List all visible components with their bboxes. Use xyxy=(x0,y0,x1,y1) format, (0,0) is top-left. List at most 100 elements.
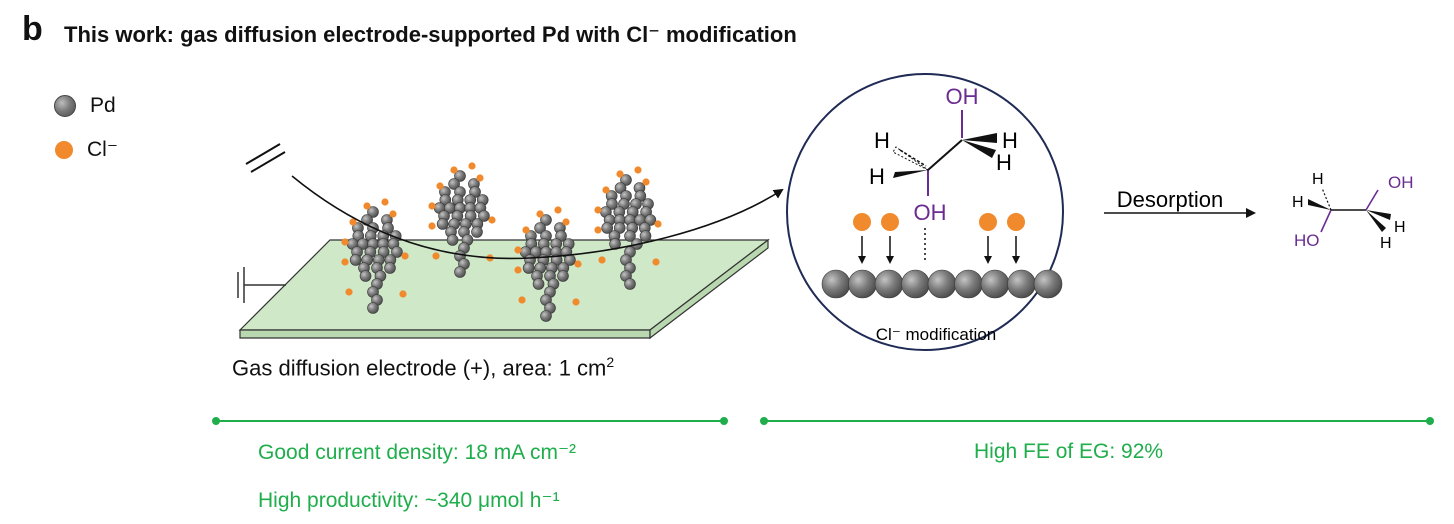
cl-ion xyxy=(428,202,436,210)
pd-atom xyxy=(448,178,460,190)
pd-surface-atom xyxy=(927,269,957,299)
pd-atom xyxy=(478,210,490,222)
cl-ion-icon xyxy=(55,140,73,159)
cl-ion xyxy=(432,252,440,260)
pd-surface-atom xyxy=(954,269,983,299)
pd-atom xyxy=(644,214,657,226)
reaction-trajectory-arrow xyxy=(291,175,784,260)
cl-ion xyxy=(598,256,606,264)
cl-ion xyxy=(616,170,624,178)
pd-atom xyxy=(557,270,569,282)
cl-ion xyxy=(389,210,397,218)
pd-atom xyxy=(522,262,535,274)
pd-atom xyxy=(367,206,379,218)
pd-atom xyxy=(624,230,636,242)
cl-ion xyxy=(652,258,660,266)
pd-atom xyxy=(384,262,396,274)
pd-surface-atom xyxy=(874,269,904,299)
zoom-h-upper-left: H xyxy=(874,128,890,153)
legend-cl-label: Cl⁻ xyxy=(87,138,118,161)
fe-metric: High FE of EG: 92% xyxy=(974,440,1164,463)
cl-ion xyxy=(594,226,602,234)
electrode-caption: Gas diffusion electrode (+), area: 1 cm2 xyxy=(232,354,614,381)
pd-surface-row xyxy=(821,269,1063,299)
cl-ion xyxy=(562,218,570,226)
cl-ion xyxy=(574,260,582,268)
cl-ion xyxy=(518,296,526,304)
ethylene-glycol-product: OH HO H H H H xyxy=(1292,171,1414,252)
cl-ion xyxy=(602,186,610,194)
product-h-top-left: H xyxy=(1312,171,1324,188)
cl-ion xyxy=(881,213,899,231)
figure-title: This work: gas diffusion electrode-suppo… xyxy=(64,22,797,47)
cl-ion xyxy=(341,238,349,246)
cl-ion xyxy=(450,166,458,174)
pd-atom xyxy=(454,266,466,278)
pd-cl-clusters xyxy=(341,162,662,322)
pd-atom xyxy=(436,218,449,230)
pd-atom xyxy=(614,182,627,194)
pd-surface-atom xyxy=(848,269,877,299)
electrode-caption-text: Gas diffusion electrode (+), area: 1 cm xyxy=(232,355,607,381)
product-h-bottom-right: H xyxy=(1380,235,1392,252)
pd-atom xyxy=(540,310,552,322)
cl-ion xyxy=(341,258,349,266)
cl-ion xyxy=(634,166,642,174)
desorption-label: Desorption xyxy=(1117,187,1223,212)
pd-atom-icon xyxy=(54,95,76,117)
cl-ion xyxy=(349,218,357,226)
productivity-metric: High productivity: ~340 μmol h⁻¹ xyxy=(258,489,560,512)
pd-atom xyxy=(367,302,379,314)
pd-atom xyxy=(471,226,483,238)
electrode-caption-sup: 2 xyxy=(606,354,615,370)
pd-atom xyxy=(359,270,372,282)
cl-ion xyxy=(514,266,522,274)
electrode-contact-icon xyxy=(237,267,286,303)
cl-ion xyxy=(853,213,871,231)
pd-surface-atom xyxy=(1007,269,1036,299)
zoom-oh-top: OH xyxy=(946,84,979,109)
pd-atom xyxy=(601,222,614,234)
zoom-h-lower-left: H xyxy=(869,164,885,189)
legend-pd-label: Pd xyxy=(90,94,116,117)
zoom-oh-bottom: OH xyxy=(914,200,947,225)
product-h-left: H xyxy=(1292,194,1304,211)
pd-atom xyxy=(639,230,652,242)
cl-ion xyxy=(399,290,407,298)
pd-surface-atom xyxy=(980,269,1010,299)
legend-cl: Cl⁻ xyxy=(54,137,118,162)
pd-atom xyxy=(624,278,636,290)
zoom-h-lower-right: H xyxy=(996,150,1012,175)
pd-atom xyxy=(391,246,403,258)
cl-ion xyxy=(554,206,562,214)
pd-atom xyxy=(446,234,459,246)
cl-ion xyxy=(642,178,650,186)
legend-pd: Pd xyxy=(54,94,116,118)
cl-ion xyxy=(401,252,409,260)
cl-ion xyxy=(436,182,444,190)
product-h-right: H xyxy=(1394,219,1406,236)
pd-atom xyxy=(540,214,552,226)
pd-surface-atom xyxy=(821,269,851,299)
cl-adsorption-arrows xyxy=(853,213,1025,264)
cl-ion xyxy=(345,288,353,296)
product-ho: HO xyxy=(1294,231,1320,250)
cl-modification-label: Cl⁻ modification xyxy=(876,325,996,344)
cl-ion xyxy=(979,213,997,231)
cl-ion xyxy=(654,220,662,228)
pd-atom xyxy=(349,254,362,266)
cl-ion xyxy=(1007,213,1025,231)
pd-atom xyxy=(532,278,545,290)
cl-ion xyxy=(488,216,496,224)
pd-surface-atom xyxy=(901,269,930,299)
cl-ion xyxy=(363,202,371,210)
ethylene-icon xyxy=(245,143,286,173)
cl-ion xyxy=(381,198,389,206)
pd-atom xyxy=(613,222,626,234)
pd-atom xyxy=(620,174,632,186)
cl-ion xyxy=(572,298,580,306)
zoom-h-upper-right: H xyxy=(1002,128,1018,153)
panel-label: b xyxy=(22,10,43,48)
cl-ion xyxy=(468,162,476,170)
